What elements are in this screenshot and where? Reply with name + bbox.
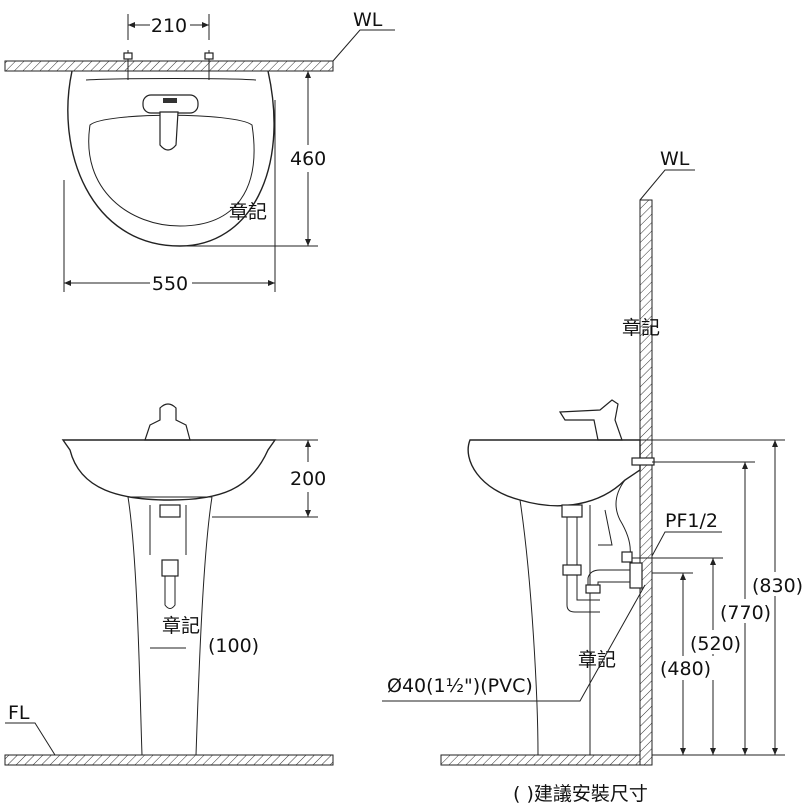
- dim-210: 210: [151, 15, 187, 37]
- supply-right: [204, 52, 214, 60]
- side-view: WL 章記 (830) (770) (520) (480) P: [382, 148, 806, 766]
- basin-front: [61, 439, 277, 501]
- trap-nut-side: [562, 564, 582, 576]
- wl-label-side: WL: [660, 148, 690, 170]
- rim-line: [85, 78, 257, 81]
- dim-460: 460: [290, 148, 326, 170]
- faucet-side: [558, 399, 623, 441]
- drain-label: Ø40(1½")(PVC): [387, 675, 533, 697]
- basin-side: [467, 439, 641, 507]
- front-view: 200 章記 (100) FL: [4, 403, 334, 766]
- wall-hatch-top: [4, 60, 334, 72]
- angle-valve: [621, 551, 633, 563]
- supply-hose: [615, 479, 631, 556]
- faucet-body-plan: [142, 94, 199, 114]
- dim-100: (100): [208, 635, 259, 657]
- plan-view: 210 WL 460 章記 550: [4, 9, 395, 295]
- dim-200: 200: [290, 468, 326, 490]
- stamp-wall: 章記: [622, 317, 660, 339]
- stamp-front: 章記: [162, 615, 200, 637]
- popup-rod: [598, 509, 613, 546]
- drain-side: [561, 504, 583, 518]
- dim-480: (480): [660, 658, 711, 680]
- stamp-side: 章記: [578, 649, 616, 671]
- faucet-logo: [163, 98, 177, 103]
- drain-leader: [382, 584, 646, 702]
- stamp-plan: 章記: [229, 201, 267, 223]
- fl-leader: [5, 722, 56, 756]
- pf-leader: [651, 531, 722, 557]
- installation-note: ( )建議安裝尺寸: [513, 783, 648, 805]
- floor-hatch-right: [440, 754, 641, 766]
- supply-left: [123, 52, 133, 60]
- fl-label: FL: [8, 702, 30, 724]
- dim-520: (520): [690, 633, 741, 655]
- drain-front: [159, 504, 181, 518]
- trap-front: [164, 576, 176, 609]
- wl-label-top: WL: [353, 9, 383, 31]
- faucet-front: [144, 403, 191, 441]
- wall-flange: [629, 562, 643, 589]
- pedestal-front: [127, 496, 213, 756]
- trap-side: [566, 517, 600, 613]
- pedestal-side: [519, 499, 591, 756]
- supply-stub: [631, 457, 655, 466]
- wl-leader-top: [332, 29, 395, 62]
- wl-leader-side: [639, 169, 695, 201]
- dim-830: (830): [752, 575, 803, 597]
- faucet-spout-plan: [159, 111, 179, 151]
- trap-nut-front: [161, 559, 179, 577]
- wall-hatch-side: [639, 199, 653, 766]
- floor-hatch-left: [4, 754, 334, 766]
- dim-550: 550: [152, 273, 188, 295]
- pf-label: PF1/2: [665, 510, 718, 532]
- dim-770: (770): [720, 602, 771, 624]
